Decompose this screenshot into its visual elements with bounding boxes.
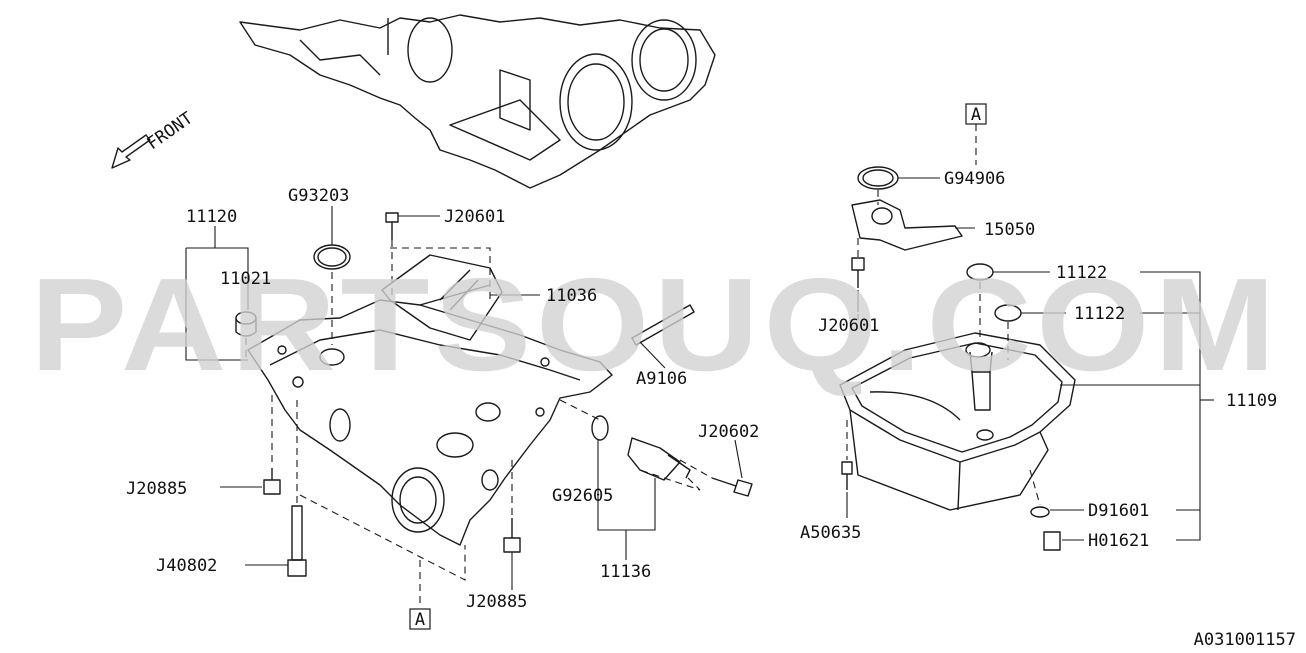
assembly-lines-left (245, 240, 713, 605)
callout-g93203: G93203 (288, 186, 349, 206)
front-label: FRONT (143, 108, 196, 154)
leader-lines-left (185, 206, 743, 590)
bolt-j20885-a (263, 468, 281, 495)
callout-11120: 11120 (186, 207, 237, 227)
callout-11036: 11036 (546, 286, 597, 306)
ref-marker-top-right: A (965, 103, 987, 125)
callout-a9106: A9106 (636, 369, 687, 389)
callout-d91601: D91601 (1088, 501, 1149, 521)
watermark: PARTSOUQ.COM (30, 251, 1280, 398)
callout-j20602: J20602 (698, 422, 759, 442)
callout-j20885-a: J20885 (126, 479, 187, 499)
bolt-j40802 (287, 505, 307, 577)
callout-15050: 15050 (984, 220, 1035, 240)
callout-11122-b: 11122 (1074, 304, 1125, 324)
callout-j40802: J40802 (156, 556, 217, 576)
callout-11109: 11109 (1226, 391, 1277, 411)
bolt-j20885-b (503, 518, 521, 553)
ref-marker-bottom: A (409, 608, 431, 630)
callout-h01621: H01621 (1088, 531, 1149, 551)
callout-a50635: A50635 (800, 523, 861, 543)
plug-11021 (235, 311, 257, 337)
callout-11021: 11021 (220, 269, 271, 289)
stud-a9106 (631, 304, 695, 346)
drain-plug-h01621 (1043, 531, 1061, 551)
oil-strainer-15050 (851, 199, 963, 251)
bolt-j20601-a (385, 212, 399, 240)
bolt-j20602 (711, 477, 753, 497)
baffle-plate-11036 (381, 254, 503, 341)
ref-marker-label: A (971, 105, 981, 125)
sensor-11136 (591, 415, 691, 481)
callout-j20885-b: J20885 (466, 592, 527, 612)
callout-j20601-b: J20601 (818, 316, 879, 336)
bolt-a50635 (841, 461, 853, 490)
diagram-id: A031001157 (1194, 630, 1296, 650)
leader-lines-right (846, 177, 1214, 541)
callout-11136: 11136 (600, 562, 651, 582)
callout-j20601-a: J20601 (444, 207, 505, 227)
ref-marker-label: A (415, 610, 425, 630)
engine-block (239, 14, 716, 189)
oil-pan-upper (247, 299, 613, 546)
bolt-j20601-b (851, 257, 865, 288)
callout-g94906: G94906 (944, 169, 1005, 189)
front-arrow-icon (111, 134, 151, 169)
callout-g92605: G92605 (552, 486, 613, 506)
oil-pan-lower (839, 332, 1076, 511)
callout-11122-a: 11122 (1056, 263, 1107, 283)
washer-d91601 (1030, 506, 1050, 518)
